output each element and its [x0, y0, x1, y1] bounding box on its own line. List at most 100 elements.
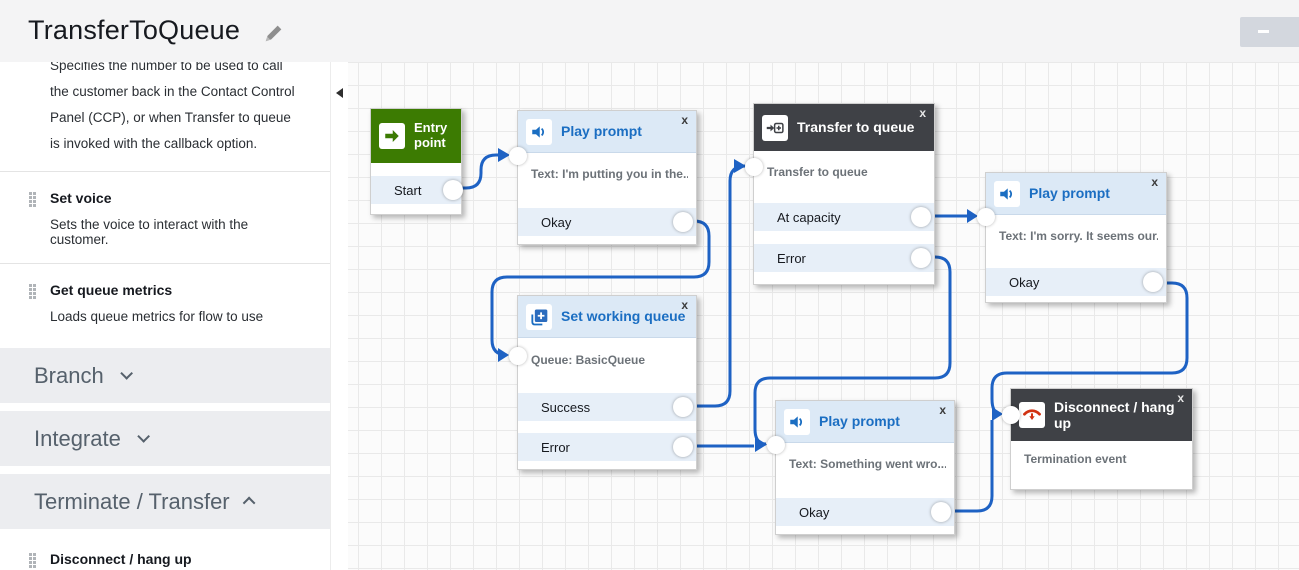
- section-label: Branch: [34, 362, 104, 388]
- sidebar-collapse-button[interactable]: [333, 84, 346, 102]
- output-label: Success: [541, 399, 591, 415]
- drag-handle-icon[interactable]: [29, 192, 39, 207]
- close-icon[interactable]: x: [1151, 175, 1158, 189]
- node-play-prompt-1[interactable]: Play prompt x Text: I'm putting you in t…: [509, 110, 697, 245]
- output-port-start[interactable]: Start: [371, 176, 463, 204]
- node-play-prompt-2[interactable]: Play prompt x Text: I'm sorry. It seems …: [977, 172, 1167, 303]
- output-label: Okay: [1009, 274, 1040, 290]
- top-bar: TransferToQueue: [0, 0, 1299, 62]
- node-parameter: Text: I'm putting you in the...: [531, 167, 688, 181]
- input-connector-circle[interactable]: [977, 208, 995, 226]
- palette-item-disconnect[interactable]: Disconnect / hang up: [0, 529, 330, 570]
- section-terminate-transfer[interactable]: Terminate / Transfer: [0, 474, 330, 529]
- section-label: Terminate / Transfer: [34, 488, 230, 514]
- flow-title: TransferToQueue: [28, 15, 241, 45]
- palette-item-get-queue-metrics[interactable]: Get queue metrics Loads queue metrics fo…: [0, 264, 330, 340]
- block-palette-sidebar: Specifies the number to be used to call …: [0, 62, 331, 570]
- node-header[interactable]: Disconnect / hang up x: [1011, 389, 1192, 441]
- palette-item-description: Sets the voice to interact with the cust…: [50, 217, 249, 247]
- output-connector-circle[interactable]: [673, 212, 693, 232]
- output-connector-circle[interactable]: [673, 437, 693, 457]
- node-header[interactable]: Transfer to queue x: [754, 104, 934, 151]
- output-connector-circle[interactable]: [443, 180, 463, 200]
- node-title: Entry point: [414, 120, 448, 150]
- node-header[interactable]: Set working queue x: [518, 296, 696, 338]
- node-header[interactable]: Play prompt x: [776, 401, 954, 443]
- node-header[interactable]: Play prompt x: [986, 173, 1166, 215]
- input-connector-circle[interactable]: [509, 347, 527, 365]
- output-connector-circle[interactable]: [673, 397, 693, 417]
- speaker-icon: [994, 180, 1020, 207]
- palette-item-title: Disconnect / hang up: [50, 551, 192, 567]
- palette-item-title: Set voice: [50, 190, 112, 206]
- hang-up-phone-icon: [1019, 402, 1045, 428]
- output-connector-circle[interactable]: [1143, 272, 1163, 292]
- node-header[interactable]: Play prompt x: [518, 111, 696, 153]
- speaker-icon: [526, 118, 552, 145]
- node-entry-point[interactable]: Entry point Start: [370, 108, 463, 215]
- node-parameter: Termination event: [1024, 452, 1127, 466]
- input-connector-circle[interactable]: [1002, 406, 1020, 424]
- node-disconnect-hang-up[interactable]: Disconnect / hang up x Termination event: [1002, 388, 1193, 490]
- node-transfer-to-queue[interactable]: Transfer to queue x Transfer to queue At…: [745, 103, 935, 285]
- output-port-okay[interactable]: Okay: [518, 208, 696, 236]
- palette-item-set-voice[interactable]: Set voice Sets the voice to interact wit…: [0, 172, 330, 263]
- node-play-prompt-3[interactable]: Play prompt x Text: Something went wro..…: [767, 400, 955, 535]
- output-label: At capacity: [777, 209, 841, 225]
- input-connector-circle[interactable]: [767, 436, 785, 454]
- close-icon[interactable]: x: [919, 106, 926, 120]
- canvas-gutter: [331, 62, 348, 570]
- output-connector-circle[interactable]: [911, 207, 931, 227]
- close-icon[interactable]: x: [939, 403, 946, 417]
- node-title: Disconnect / hang up: [1054, 398, 1175, 431]
- block-description-clipped: Specifies the number to be used to call …: [50, 62, 295, 151]
- transfer-to-queue-icon: [762, 114, 788, 141]
- node-parameter: Text: Something went wro...: [789, 457, 946, 471]
- section-integrate[interactable]: Integrate: [0, 411, 330, 466]
- output-port-okay[interactable]: Okay: [776, 498, 954, 526]
- output-connector-circle[interactable]: [931, 502, 951, 522]
- input-connector-circle[interactable]: [745, 158, 763, 176]
- minimize-dash-icon: [1258, 30, 1269, 33]
- output-label: Error: [777, 250, 806, 266]
- edit-pencil-icon[interactable]: [263, 22, 285, 44]
- partially-visible-button[interactable]: [1240, 17, 1299, 47]
- flow-canvas[interactable]: Entry point Start Play prompt x Text: I'…: [348, 62, 1299, 570]
- node-title: Set working queue: [561, 308, 686, 325]
- output-port-at-capacity[interactable]: At capacity: [754, 203, 934, 231]
- output-label: Start: [394, 182, 422, 198]
- node-title: Play prompt: [1029, 185, 1110, 202]
- connector-playprompt3-to-disconnect: [944, 420, 994, 513]
- connector-layer: [456, 148, 1189, 513]
- section-branch[interactable]: Branch: [0, 348, 330, 403]
- close-icon[interactable]: x: [1177, 391, 1184, 405]
- speaker-icon: [784, 408, 810, 435]
- output-port-okay[interactable]: Okay: [986, 268, 1166, 296]
- divider: [0, 263, 330, 264]
- node-parameter: Transfer to queue: [767, 165, 868, 179]
- connector-playprompt1-to-setworkingqueue: [490, 219, 711, 357]
- divider: [0, 171, 330, 172]
- drag-handle-icon[interactable]: [29, 284, 39, 299]
- node-set-working-queue[interactable]: Set working queue x Queue: BasicQueue Su…: [509, 295, 697, 470]
- input-connector-circle[interactable]: [509, 147, 527, 165]
- chevron-up-icon: [242, 496, 256, 510]
- drag-handle-icon[interactable]: [29, 553, 39, 568]
- set-working-queue-icon: [526, 303, 552, 330]
- collapse-left-icon: [336, 88, 343, 98]
- output-port-error[interactable]: Error: [754, 244, 934, 272]
- close-icon[interactable]: x: [681, 113, 688, 127]
- close-icon[interactable]: x: [681, 298, 688, 312]
- connector-transfererror-to-playprompt3: [753, 255, 952, 446]
- output-port-success[interactable]: Success: [518, 393, 696, 421]
- node-title: Play prompt: [819, 413, 900, 430]
- section-label: Integrate: [34, 425, 121, 451]
- output-connector-circle[interactable]: [911, 248, 931, 268]
- chevron-down-icon: [137, 430, 150, 443]
- connector-start-to-playprompt1: [456, 153, 498, 190]
- node-title: Transfer to queue: [797, 119, 915, 136]
- connector-playprompt2-to-disconnect: [990, 281, 1189, 416]
- output-port-error[interactable]: Error: [518, 433, 696, 461]
- node-header[interactable]: Entry point: [371, 109, 461, 163]
- node-parameter: Queue: BasicQueue: [531, 353, 646, 367]
